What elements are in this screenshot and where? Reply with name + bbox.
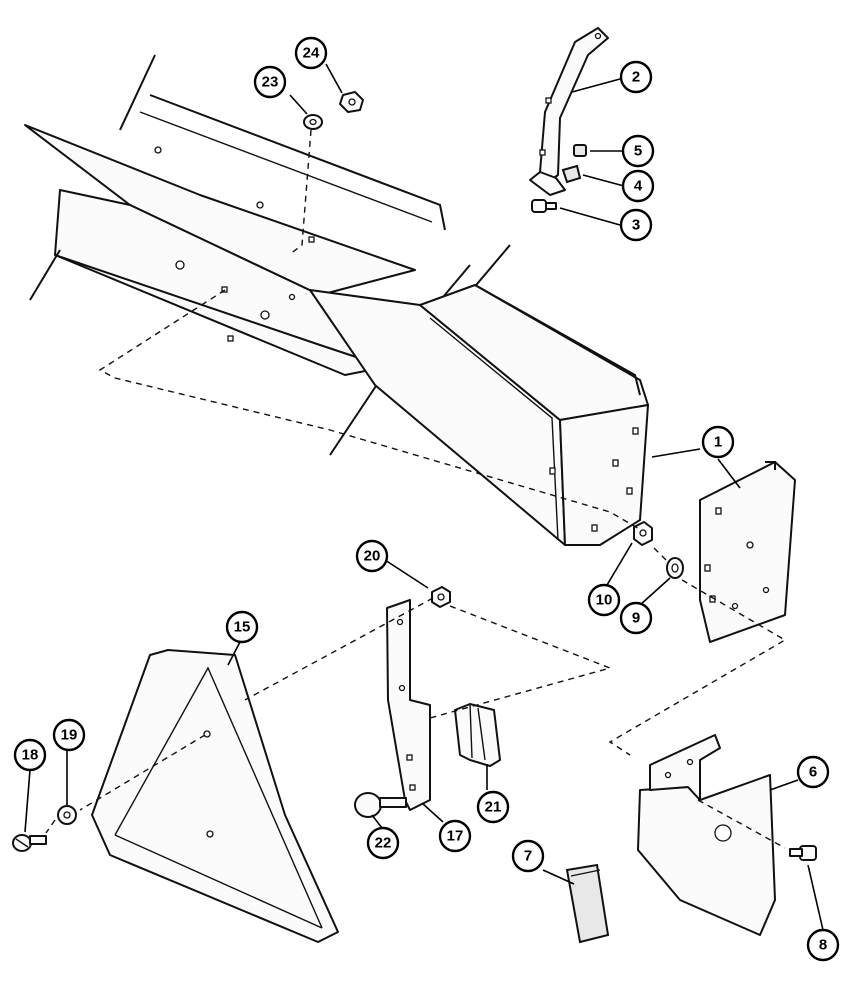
callout-label: 8 xyxy=(819,937,827,954)
callout-21: 21 xyxy=(476,790,510,824)
reflector-box xyxy=(637,734,776,936)
carriage-bolt xyxy=(354,792,407,818)
callout-18: 18 xyxy=(13,738,47,772)
hinge xyxy=(454,703,501,767)
screw-18 xyxy=(12,834,47,852)
callout-9: 9 xyxy=(619,601,653,635)
bolt-3 xyxy=(531,199,557,213)
nut-24 xyxy=(339,91,364,113)
smv-emblem xyxy=(91,649,339,943)
callout-22: 22 xyxy=(366,826,400,860)
callout-19: 19 xyxy=(52,718,86,752)
callout-label: 19 xyxy=(61,727,78,744)
bracket xyxy=(529,27,609,196)
main-channel xyxy=(24,54,649,546)
callout-label: 7 xyxy=(524,848,532,865)
callout-label: 1 xyxy=(714,434,722,451)
callout-label: 18 xyxy=(22,747,39,764)
callout-20: 20 xyxy=(355,539,389,573)
callout-6: 6 xyxy=(796,755,830,789)
callout-label: 3 xyxy=(632,217,640,234)
assembly-lines xyxy=(45,129,787,849)
callout-23: 23 xyxy=(253,65,287,99)
nut-4 xyxy=(561,164,582,184)
reflector xyxy=(565,863,610,944)
mount-strap xyxy=(386,599,431,811)
washer-23 xyxy=(303,114,323,130)
washer-9 xyxy=(666,557,684,579)
callout-label: 5 xyxy=(634,143,642,160)
callout-label: 24 xyxy=(303,45,320,62)
callout-label: 22 xyxy=(375,835,392,852)
callout-label: 2 xyxy=(632,69,640,86)
end-plate xyxy=(699,461,796,643)
callout-label: 4 xyxy=(634,178,643,195)
callout-3: 3 xyxy=(619,208,653,242)
callout-label: 21 xyxy=(485,799,502,816)
nut-10 xyxy=(633,521,653,546)
callout-label: 23 xyxy=(262,74,279,91)
callout-label: 9 xyxy=(632,610,640,627)
callout-24: 24 xyxy=(294,36,328,70)
callout-2: 2 xyxy=(619,60,653,94)
nut-20 xyxy=(431,586,451,608)
callout-label: 10 xyxy=(596,592,613,609)
callout-8: 8 xyxy=(806,928,840,962)
washer-19 xyxy=(57,805,77,825)
callout-label: 15 xyxy=(234,619,251,636)
leader-lines xyxy=(24,63,824,931)
callout-label: 6 xyxy=(809,764,817,781)
callout-4: 4 xyxy=(621,169,655,203)
callout-label: 17 xyxy=(447,828,464,845)
callout-1: 1 xyxy=(701,425,735,459)
callout-label: 20 xyxy=(364,548,381,565)
callout-5: 5 xyxy=(621,134,655,168)
callout-10: 10 xyxy=(587,583,621,617)
bolt-8 xyxy=(789,845,817,861)
callout-7: 7 xyxy=(511,839,545,873)
callout-15: 15 xyxy=(225,610,259,644)
spacer-5 xyxy=(573,144,587,157)
callout-17: 17 xyxy=(438,819,472,853)
